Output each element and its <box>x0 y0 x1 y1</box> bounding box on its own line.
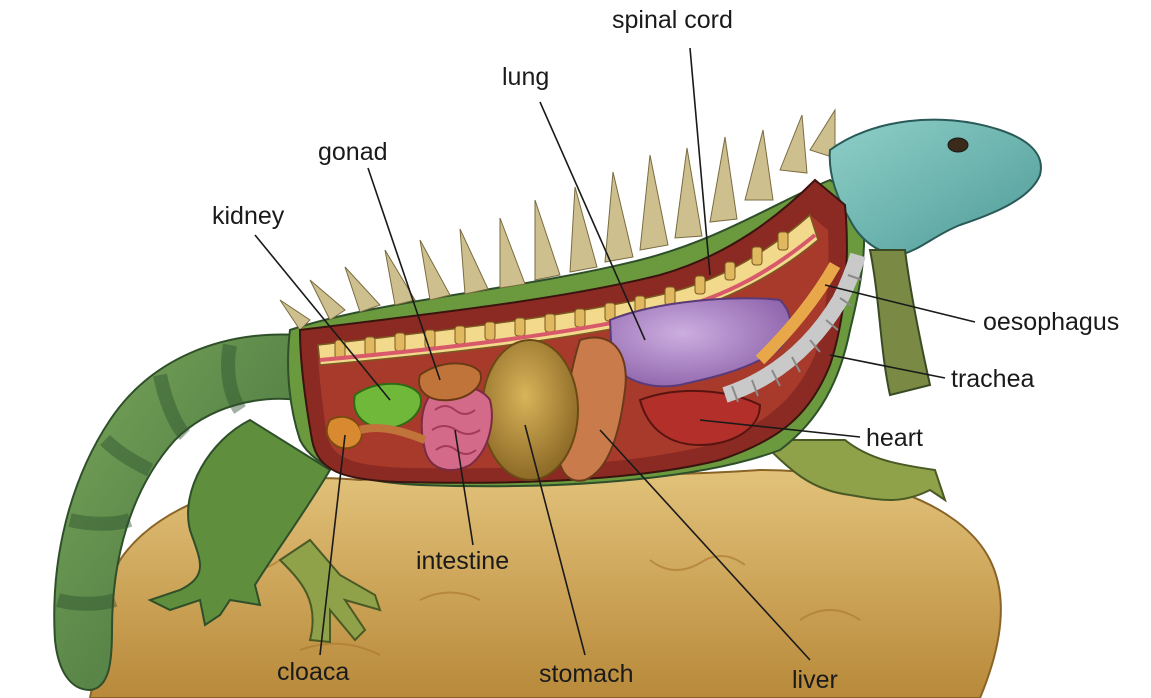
head <box>830 120 1041 255</box>
label-spinal-cord: spinal cord <box>612 8 733 33</box>
label-trachea: trachea <box>951 367 1034 392</box>
label-stomach: stomach <box>539 662 633 687</box>
label-oesophagus: oesophagus <box>983 310 1119 335</box>
eye <box>948 138 968 152</box>
label-liver: liver <box>792 668 838 693</box>
label-cloaca: cloaca <box>277 660 349 685</box>
label-kidney: kidney <box>212 204 284 229</box>
label-heart: heart <box>866 426 923 451</box>
stomach-organ <box>482 340 578 480</box>
label-lung: lung <box>502 65 549 90</box>
label-gonad: gonad <box>318 140 388 165</box>
label-intestine: intestine <box>416 549 509 574</box>
